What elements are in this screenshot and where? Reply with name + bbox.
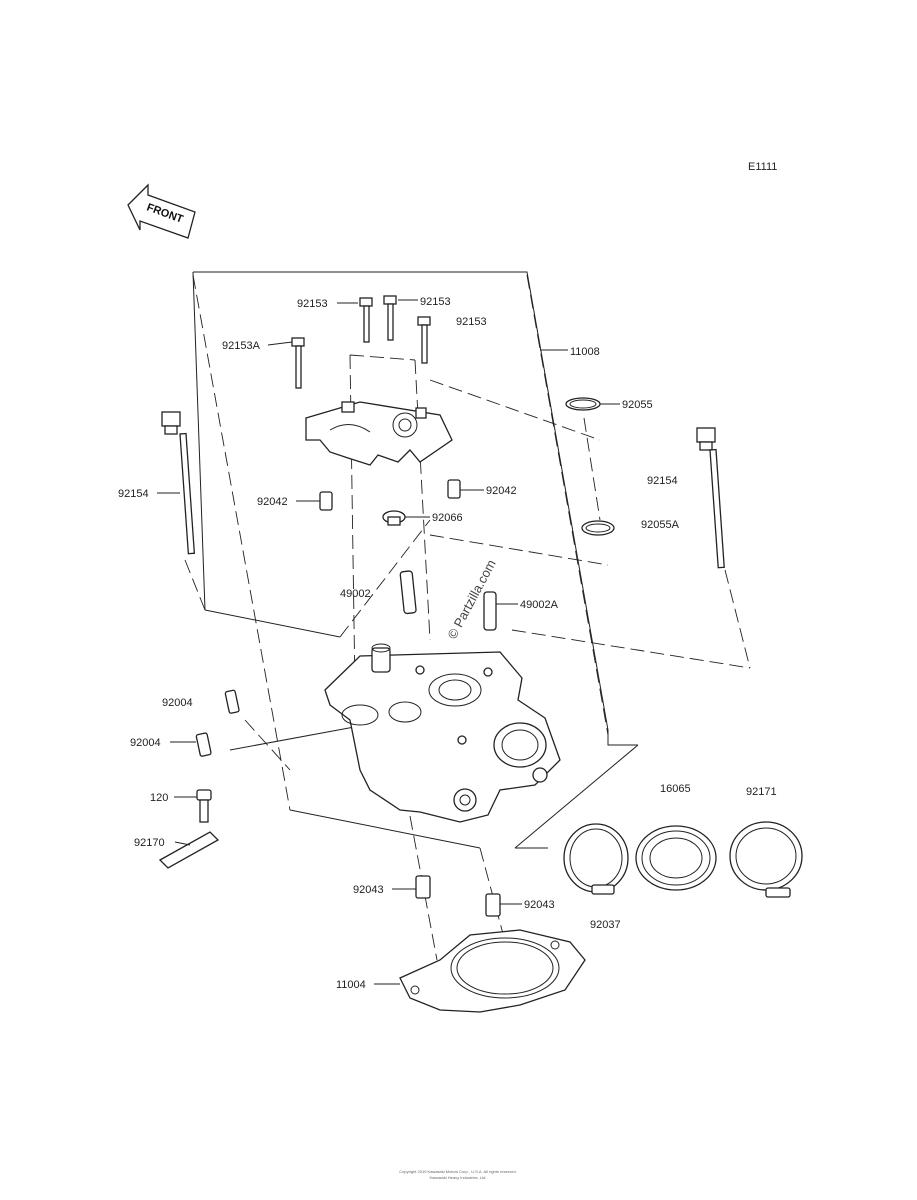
assembly-outline bbox=[192, 271, 639, 849]
front-arrow-icon: FRONT bbox=[127, 183, 196, 239]
label-11008: 11008 bbox=[570, 346, 600, 358]
label-92004-a: 92004 bbox=[162, 697, 193, 709]
label-92042-left: 92042 bbox=[257, 496, 288, 508]
dashed-guides bbox=[184, 274, 751, 961]
label-92153-c: 92153 bbox=[456, 316, 487, 328]
label-49002A: 49002A bbox=[520, 599, 559, 611]
label-16065: 16065 bbox=[660, 783, 691, 795]
label-92154-right: 92154 bbox=[647, 475, 678, 487]
bracket-92170 bbox=[158, 831, 220, 869]
bolt-120 bbox=[196, 789, 212, 823]
clamp-92037 bbox=[563, 823, 629, 895]
diagram-code: E1111 bbox=[748, 161, 777, 173]
label-92154-left: 92154 bbox=[118, 488, 149, 500]
stud-92004-lower bbox=[195, 732, 212, 757]
footer-line2: Kawasaki Heavy Industries, Ltd. bbox=[430, 1175, 487, 1180]
label-92153-b: 92153 bbox=[420, 296, 451, 308]
label-49002: 49002 bbox=[340, 588, 371, 600]
label-120: 120 bbox=[150, 792, 168, 804]
label-92055: 92055 bbox=[622, 399, 653, 411]
label-92037: 92037 bbox=[590, 919, 621, 931]
label-92043-left: 92043 bbox=[353, 884, 384, 896]
label-92153-a: 92153 bbox=[297, 298, 328, 310]
label-92171: 92171 bbox=[746, 786, 777, 798]
label-92043-right: 92043 bbox=[524, 899, 555, 911]
o-ring-92055A bbox=[581, 520, 615, 536]
dowel-pin-92042-right bbox=[447, 479, 461, 499]
head-gasket-11004 bbox=[399, 929, 586, 1013]
dowel-pin-92042-left bbox=[319, 491, 333, 511]
valve-guide-49002 bbox=[399, 570, 417, 615]
label-11004: 11004 bbox=[336, 979, 366, 991]
leader-lines bbox=[157, 299, 620, 985]
label-92004-b: 92004 bbox=[130, 737, 161, 749]
cylinder-head bbox=[324, 643, 561, 823]
dowel-pin-92043-left bbox=[415, 875, 431, 899]
clamp-92171 bbox=[729, 821, 803, 898]
camshaft-cap bbox=[305, 401, 453, 466]
label-92042-right: 92042 bbox=[486, 485, 517, 497]
stud-92004-upper bbox=[224, 689, 240, 714]
plug-92066 bbox=[382, 510, 406, 526]
part-labels: 92153 92153 92153 92153A 11008 92055 921… bbox=[118, 296, 777, 991]
bolt-92154-left bbox=[161, 411, 196, 555]
label-92055A: 92055A bbox=[641, 519, 680, 531]
label-92153A: 92153A bbox=[222, 340, 261, 352]
label-92066: 92066 bbox=[432, 512, 463, 524]
dowel-pin-92043-right bbox=[485, 893, 501, 917]
valve-guide-49002A bbox=[483, 591, 497, 631]
bolt-92154-right bbox=[696, 427, 725, 569]
bolt-92153 bbox=[291, 295, 431, 389]
holder-16065 bbox=[635, 825, 717, 891]
footer-line1: Copyright 2019 Kawasaki Motors Corp., U.… bbox=[399, 1169, 516, 1174]
label-92170: 92170 bbox=[134, 837, 165, 849]
